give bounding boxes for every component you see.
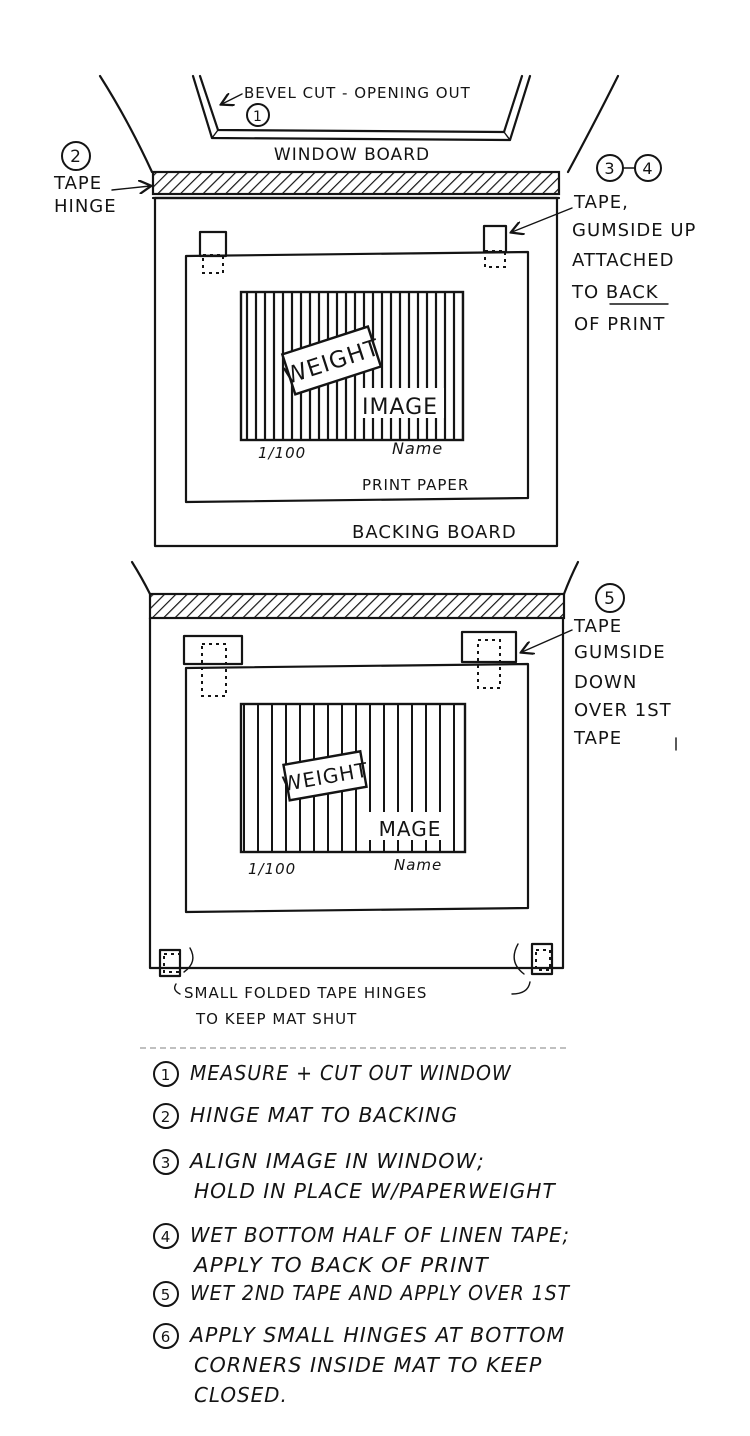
- step-text-line: MEASURE + CUT OUT WINDOW: [190, 1061, 512, 1085]
- step-number: 5: [161, 1286, 172, 1304]
- window-board: [98, 74, 620, 174]
- step-number: 2: [161, 1108, 172, 1126]
- backing-board-2: [148, 616, 565, 970]
- tape-hinge-strip-2: [148, 592, 566, 620]
- tape-number-5: 5: [604, 589, 616, 609]
- hinge-number: 2: [70, 147, 82, 167]
- step-text-line: WET 2ND TAPE AND APPLY OVER 1ST: [190, 1281, 571, 1305]
- hinge-label-line2: HINGE: [54, 196, 117, 217]
- tape-note-line3: ATTACHED: [572, 250, 675, 271]
- bevel-label: BEVEL CUT - OPENING OUT: [244, 84, 471, 102]
- steps-list: 1 MEASURE + CUT OUT WINDOW 2 HINGE MAT TO B…: [153, 1061, 571, 1407]
- paperweight-2: WEIGHT: [280, 749, 370, 802]
- top-diagram: WEIGHT IMAGE 1/100 Name PRINT PAPER BACK…: [53, 74, 696, 548]
- step-text-line: APPLY TO BACK OF PRINT: [192, 1253, 490, 1277]
- edition-label-2: 1/100: [248, 860, 296, 878]
- tape5-note-line2: GUMSIDE: [574, 642, 666, 663]
- tape5-note-line5: TAPE: [573, 728, 622, 749]
- tape-note-line2: GUMSIDE UP: [572, 220, 696, 241]
- image-label: IMAGE: [362, 395, 438, 420]
- step-text-line: WET BOTTOM HALF OF LINEN TAPE;: [190, 1223, 570, 1247]
- backing-board: [153, 196, 559, 548]
- step-number-circle: [153, 1149, 179, 1175]
- small-hinges-caption-1: SMALL FOLDED TAPE HINGES: [184, 984, 427, 1002]
- top-left-tape-2: [182, 634, 244, 697]
- step-text-line: CLOSED.: [194, 1383, 288, 1407]
- step-number-circle: [153, 1103, 179, 1129]
- signature-label: Name: [392, 439, 443, 458]
- tape-hinge-strip: [151, 170, 561, 196]
- tape-note-line4: TO BACK: [571, 282, 659, 303]
- step-number-circle: [153, 1323, 179, 1349]
- step-text-line: CORNERS INSIDE MAT TO KEEP: [194, 1353, 542, 1377]
- print-paper-label: PRINT PAPER: [362, 476, 469, 494]
- signature-label-2: Name: [394, 856, 442, 874]
- tape-number-3: 3: [604, 159, 615, 178]
- tape-note-line5: OF PRINT: [574, 314, 665, 335]
- tape5-note-line3: DOWN: [574, 672, 637, 693]
- step-number: 1: [161, 1066, 172, 1084]
- bottom-diagram: WEIGHT MAGE 1/100 Name 5 TAPE GUMSIDE DO…: [130, 560, 677, 1028]
- window-board-label: WINDOW BOARD: [274, 145, 430, 165]
- tape-number-4: 4: [642, 159, 653, 178]
- edition-label: 1/100: [258, 444, 306, 462]
- top-right-tape-2: [460, 630, 518, 689]
- bottom-right-hinge: [513, 942, 554, 976]
- step-text-line: APPLY SMALL HINGES AT BOTTOM: [188, 1323, 565, 1347]
- backing-board-label: BACKING BOARD: [352, 522, 517, 543]
- step-text-line: ALIGN IMAGE IN WINDOW;: [188, 1149, 485, 1173]
- step-number-circle: [153, 1281, 179, 1307]
- small-hinges-caption-2: TO KEEP MAT SHUT: [195, 1010, 357, 1028]
- print-paper: [184, 250, 530, 504]
- tape5-note-line4: OVER 1ST: [574, 700, 672, 721]
- print-paper-2: [184, 662, 530, 914]
- bottom-left-hinge: [158, 947, 194, 978]
- top-left-tape: [198, 230, 228, 274]
- step-number-circle: [153, 1061, 179, 1087]
- step-number: 6: [161, 1328, 172, 1346]
- tape-note-line1: TAPE,: [573, 192, 629, 213]
- step-number-circle: [153, 1223, 179, 1249]
- step-number: 4: [161, 1228, 172, 1246]
- step-number: 3: [161, 1154, 172, 1172]
- step-text-line: HOLD IN PLACE W/PAPERWEIGHT: [194, 1179, 557, 1203]
- tape5-note-line1: TAPE: [573, 616, 622, 637]
- step-text-line: HINGE MAT TO BACKING: [190, 1103, 458, 1127]
- top-right-tape: [482, 224, 508, 268]
- hinge-label-line1: TAPE: [53, 173, 102, 194]
- image-label-2: MAGE: [379, 817, 442, 841]
- bevel-number: 1: [253, 109, 263, 125]
